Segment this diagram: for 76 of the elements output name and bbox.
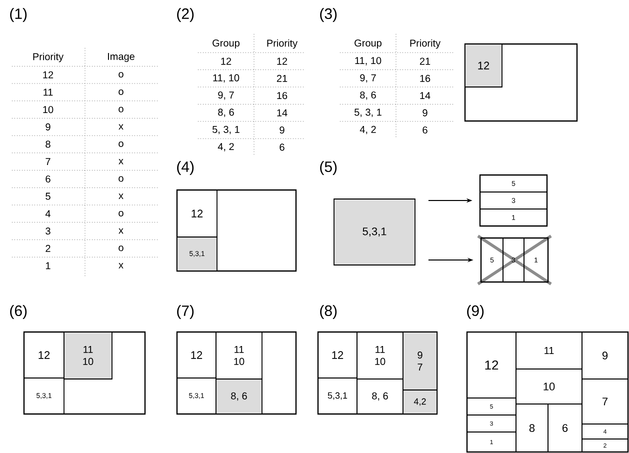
table-entry: 9: [46, 123, 50, 130]
table-entry: 9: [280, 126, 284, 134]
table-entry: 1: [46, 262, 50, 270]
table-entry: 9, 7: [218, 91, 234, 100]
table-entry: 14: [420, 92, 430, 100]
tile-box: 12: [318, 332, 358, 378]
panel-label: (3): [320, 8, 337, 22]
tile-box: 9: [582, 332, 628, 380]
panel-label: (6): [10, 305, 27, 319]
table-entry: o: [118, 210, 124, 216]
table-entry: 21: [420, 58, 430, 65]
column-header: Group: [212, 39, 240, 49]
table-entry: 5: [46, 192, 50, 200]
table-entry: 16: [420, 74, 430, 82]
tile-box: 12: [466, 332, 516, 398]
table-entry: 8, 6: [360, 91, 376, 100]
column-header: Priority: [33, 52, 64, 62]
table-entry: o: [118, 176, 124, 182]
table-entry: 11, 10: [355, 57, 382, 66]
table-entry: 4, 2: [218, 143, 234, 152]
panel-label: (1): [10, 8, 27, 22]
table-entry: 12: [43, 71, 54, 78]
table-entry: 8, 6: [218, 108, 234, 117]
tile-box: 5,3,1: [318, 378, 358, 414]
table-entry: 4, 2: [360, 126, 376, 134]
table-entry: 6: [46, 175, 50, 183]
panel-label: (7): [177, 305, 194, 319]
panel-label: (5): [320, 161, 337, 175]
table-entry: 21: [276, 74, 288, 82]
table-entry: 9, 7: [360, 74, 376, 83]
tile-box: 11: [516, 332, 582, 370]
column-header: Image: [108, 53, 134, 62]
table-entry: x: [118, 124, 124, 130]
table-entry: 3: [46, 227, 50, 235]
table-entry: o: [118, 141, 124, 147]
table-entry: o: [118, 72, 124, 78]
table-entry: x: [118, 158, 124, 164]
table-entry: x: [118, 263, 124, 268]
tile-box: 6: [548, 404, 582, 452]
column-header: Priority: [410, 39, 441, 49]
panel-label: (4): [177, 161, 194, 175]
table-entry: o: [118, 246, 124, 252]
tile-box: 4,2: [402, 390, 438, 414]
table-entry: 10: [43, 106, 54, 114]
table-entry: 12: [221, 58, 232, 65]
tile-box: 8: [516, 404, 548, 452]
table-entry: 7: [46, 158, 50, 166]
table-entry: 9: [422, 109, 428, 116]
table-entry: o: [118, 106, 124, 112]
table-entry: 6: [280, 144, 284, 151]
table-entry: 16: [277, 92, 288, 100]
tile-box: 11 10: [64, 332, 112, 380]
table-entry: 5, 3, 1: [212, 126, 240, 134]
tile-box: 7: [582, 378, 628, 424]
table-entry: x: [118, 194, 124, 199]
table-entry: 11, 10: [213, 74, 240, 83]
tile-box: 8, 6: [216, 378, 262, 414]
tile-box: 5,3,1: [334, 198, 416, 266]
panel-label: (8): [320, 305, 337, 319]
tile-box: 10: [516, 368, 582, 404]
table-entry: 4: [45, 210, 50, 218]
table-entry: 11: [44, 88, 53, 96]
table-entry: 12: [277, 58, 288, 65]
tile-box: 12: [464, 44, 502, 88]
table-entry: x: [118, 228, 124, 234]
table-entry: o: [118, 89, 124, 95]
column-header: Priority: [267, 39, 298, 49]
panel-label: (2): [177, 8, 194, 22]
table-entry: 5, 3, 1: [354, 108, 382, 117]
table-entry: 14: [277, 109, 288, 116]
table-entry: 8: [46, 140, 50, 148]
panel-label: (9): [467, 305, 484, 319]
column-header: Group: [354, 39, 382, 49]
table-entry: 2: [46, 244, 50, 252]
table-entry: 6: [422, 126, 428, 134]
tile-box: 12: [176, 332, 216, 378]
